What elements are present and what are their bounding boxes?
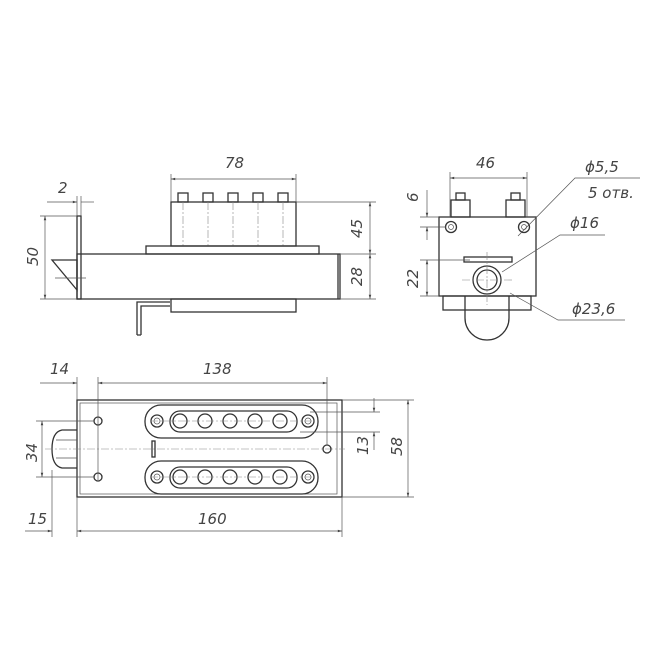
label-inner-diameter: ϕ16 — [570, 214, 599, 232]
dim-14: 14 — [50, 360, 69, 378]
code-button-hole — [172, 469, 188, 485]
button-cap — [202, 192, 214, 203]
code-button-hole — [172, 413, 188, 429]
button-cap — [252, 192, 264, 203]
dim-58: 58 — [388, 437, 406, 456]
dim-15: 15 — [28, 510, 47, 528]
dim-45: 45 — [348, 219, 366, 238]
side-view: 46 6 22 ϕ5,5 5 отв. ϕ16 ϕ23,6 — [404, 154, 640, 341]
label-outer-diameter: ϕ23,6 — [572, 300, 615, 318]
front-view: 78 2 50 45 28 — [24, 154, 376, 336]
dim-78: 78 — [225, 154, 244, 172]
label-hole-count: 5 отв. — [588, 184, 634, 202]
dim-22: 22 — [404, 269, 422, 288]
dim-13: 13 — [354, 436, 372, 455]
button-cap — [227, 192, 239, 203]
top-view: 14 138 15 160 34 13 58 — [23, 360, 414, 537]
dim-46: 46 — [476, 154, 495, 172]
label-hole-diameter: ϕ5,5 — [585, 158, 619, 176]
dim-50: 50 — [24, 247, 42, 266]
dim-2: 2 — [58, 179, 68, 197]
dim-28: 28 — [348, 267, 366, 286]
button-cap — [277, 192, 289, 203]
dim-160: 160 — [198, 510, 227, 528]
dim-6: 6 — [404, 192, 422, 202]
dim-138: 138 — [203, 360, 232, 378]
button-cap — [177, 192, 189, 203]
dim-34: 34 — [23, 443, 41, 462]
